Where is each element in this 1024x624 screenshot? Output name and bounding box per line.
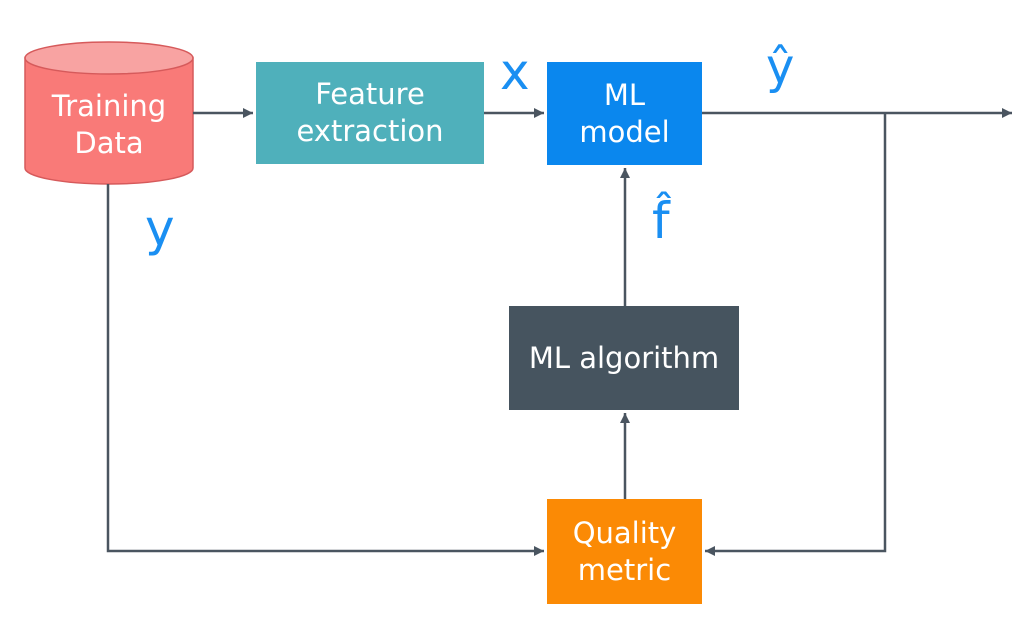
- symbol-y-hat: ŷ: [766, 39, 795, 95]
- symbol-f-hat: f̂: [652, 192, 670, 250]
- arrow-labels-to-quality: [106, 184, 544, 556]
- quality-metric-line1: Quality: [572, 515, 677, 550]
- ml-algorithm-box: ML algorithm: [509, 306, 739, 410]
- training-data-line2: Data: [74, 126, 144, 160]
- ml-model-line1: ML: [603, 77, 646, 112]
- symbol-x: x: [500, 43, 530, 101]
- feature-extraction-line2: extraction: [296, 114, 444, 148]
- ml-algorithm-label: ML algorithm: [528, 340, 720, 375]
- feature-extraction-box: Feature extraction: [256, 62, 484, 164]
- symbol-y: y: [145, 199, 175, 257]
- training-data-label: Training Data: [25, 80, 193, 170]
- training-data-line1: Training: [51, 89, 167, 123]
- ml-model-line2: model: [579, 114, 670, 149]
- arrow-prediction-to-quality: [705, 113, 887, 556]
- quality-metric-box: Quality metric: [547, 499, 702, 604]
- quality-metric-line2: metric: [577, 552, 672, 587]
- ml-model-box: ML model: [547, 62, 702, 165]
- feature-extraction-line1: Feature: [315, 77, 425, 111]
- training-data-cylinder: [24, 41, 194, 185]
